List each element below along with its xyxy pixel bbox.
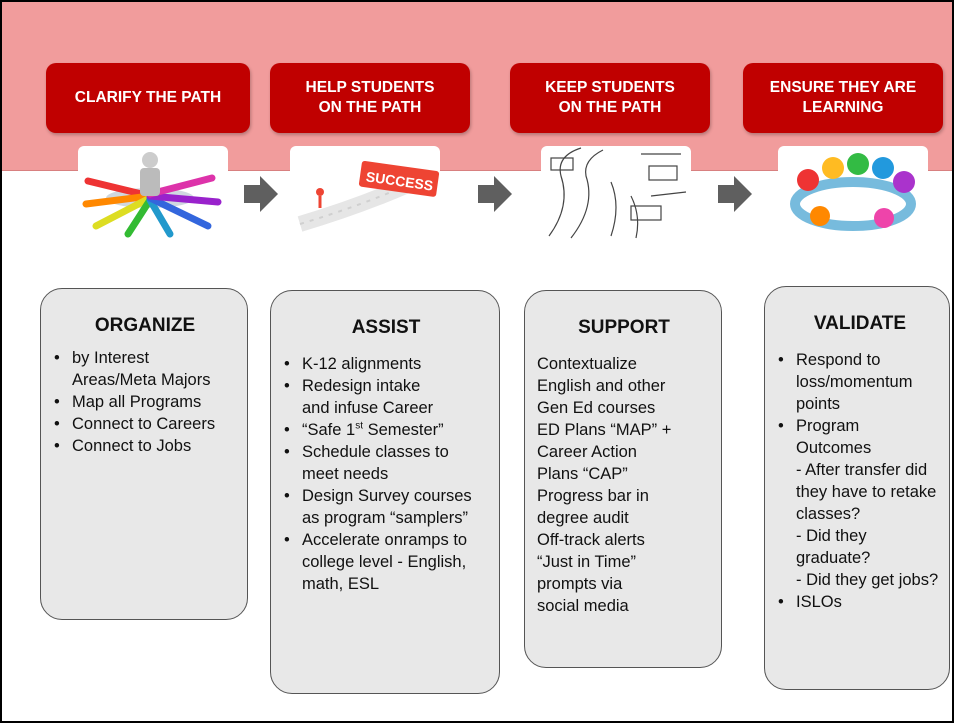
list-item: “Just in Time” prompts via social media bbox=[537, 553, 637, 615]
list-item: Respond to loss/momentum points bbox=[777, 349, 943, 415]
card-title: SUPPORT bbox=[578, 317, 670, 338]
support-card: SUPPORT Contextualize English and other … bbox=[524, 290, 722, 668]
assist-list: K-12 alignments Redesign intake and infu… bbox=[283, 353, 489, 595]
sketch-map-icon bbox=[541, 146, 691, 240]
list-item: Contextualize English and other Gen Ed c… bbox=[537, 355, 666, 417]
card-title: ORGANIZE bbox=[94, 315, 196, 336]
list-item: Schedule classes to meet needs bbox=[283, 441, 489, 485]
list-item: ISLOs bbox=[777, 591, 943, 613]
list-item: Program Outcomes - After transfer did th… bbox=[777, 415, 943, 591]
support-list: Contextualize English and other Gen Ed c… bbox=[537, 353, 711, 617]
list-item: Off-track alerts bbox=[537, 531, 645, 549]
right-arrow-icon bbox=[478, 176, 512, 212]
list-item: ED Plans “MAP” + Career Action Plans “CA… bbox=[537, 421, 672, 483]
list-item: Progress bar in degree audit bbox=[537, 487, 649, 527]
list-item: K-12 alignments bbox=[283, 353, 489, 375]
list-item: Design Survey courses as program “sample… bbox=[283, 485, 489, 529]
right-arrow-icon bbox=[718, 176, 752, 212]
list-item: Redesign intake and infuse Career bbox=[283, 375, 489, 419]
validate-list: Respond to loss/momentum points Program … bbox=[777, 349, 943, 613]
safe-semester-close: Semester” bbox=[362, 421, 444, 439]
list-item: Connect to Jobs bbox=[53, 435, 237, 457]
organize-list: by Interest Areas/Meta Majors Map all Pr… bbox=[53, 347, 237, 457]
card-title: ASSIST bbox=[351, 317, 421, 338]
safe-semester-open: “Safe 1 bbox=[302, 421, 356, 439]
phase-heading-help: HELP STUDENTS ON THE PATH bbox=[270, 63, 470, 133]
list-item: “Safe 1st Semester” bbox=[283, 419, 489, 441]
success-steps-icon: SUCCESS bbox=[290, 146, 440, 240]
phase-heading-ensure: ENSURE THEY ARE LEARNING bbox=[743, 63, 943, 133]
card-title: VALIDATE bbox=[813, 313, 907, 334]
list-item: Connect to Careers bbox=[53, 413, 237, 435]
arrows-person-icon bbox=[78, 146, 228, 240]
phase-heading-keep: KEEP STUDENTS ON THE PATH bbox=[510, 63, 710, 133]
list-item: by Interest Areas/Meta Majors bbox=[53, 347, 237, 391]
list-item: Map all Programs bbox=[53, 391, 237, 413]
assist-card: ASSIST K-12 alignments Redesign intake a… bbox=[270, 290, 500, 694]
superscript-st: st bbox=[355, 420, 363, 432]
phase-heading-clarify: CLARIFY THE PATH bbox=[46, 63, 250, 133]
right-arrow-icon bbox=[244, 176, 278, 212]
team-circle-icon bbox=[778, 146, 928, 240]
organize-card: ORGANIZE by Interest Areas/Meta Majors M… bbox=[40, 288, 248, 620]
list-item: Accelerate onramps to college level - En… bbox=[283, 529, 489, 595]
validate-card: VALIDATE Respond to loss/momentum points… bbox=[764, 286, 950, 690]
